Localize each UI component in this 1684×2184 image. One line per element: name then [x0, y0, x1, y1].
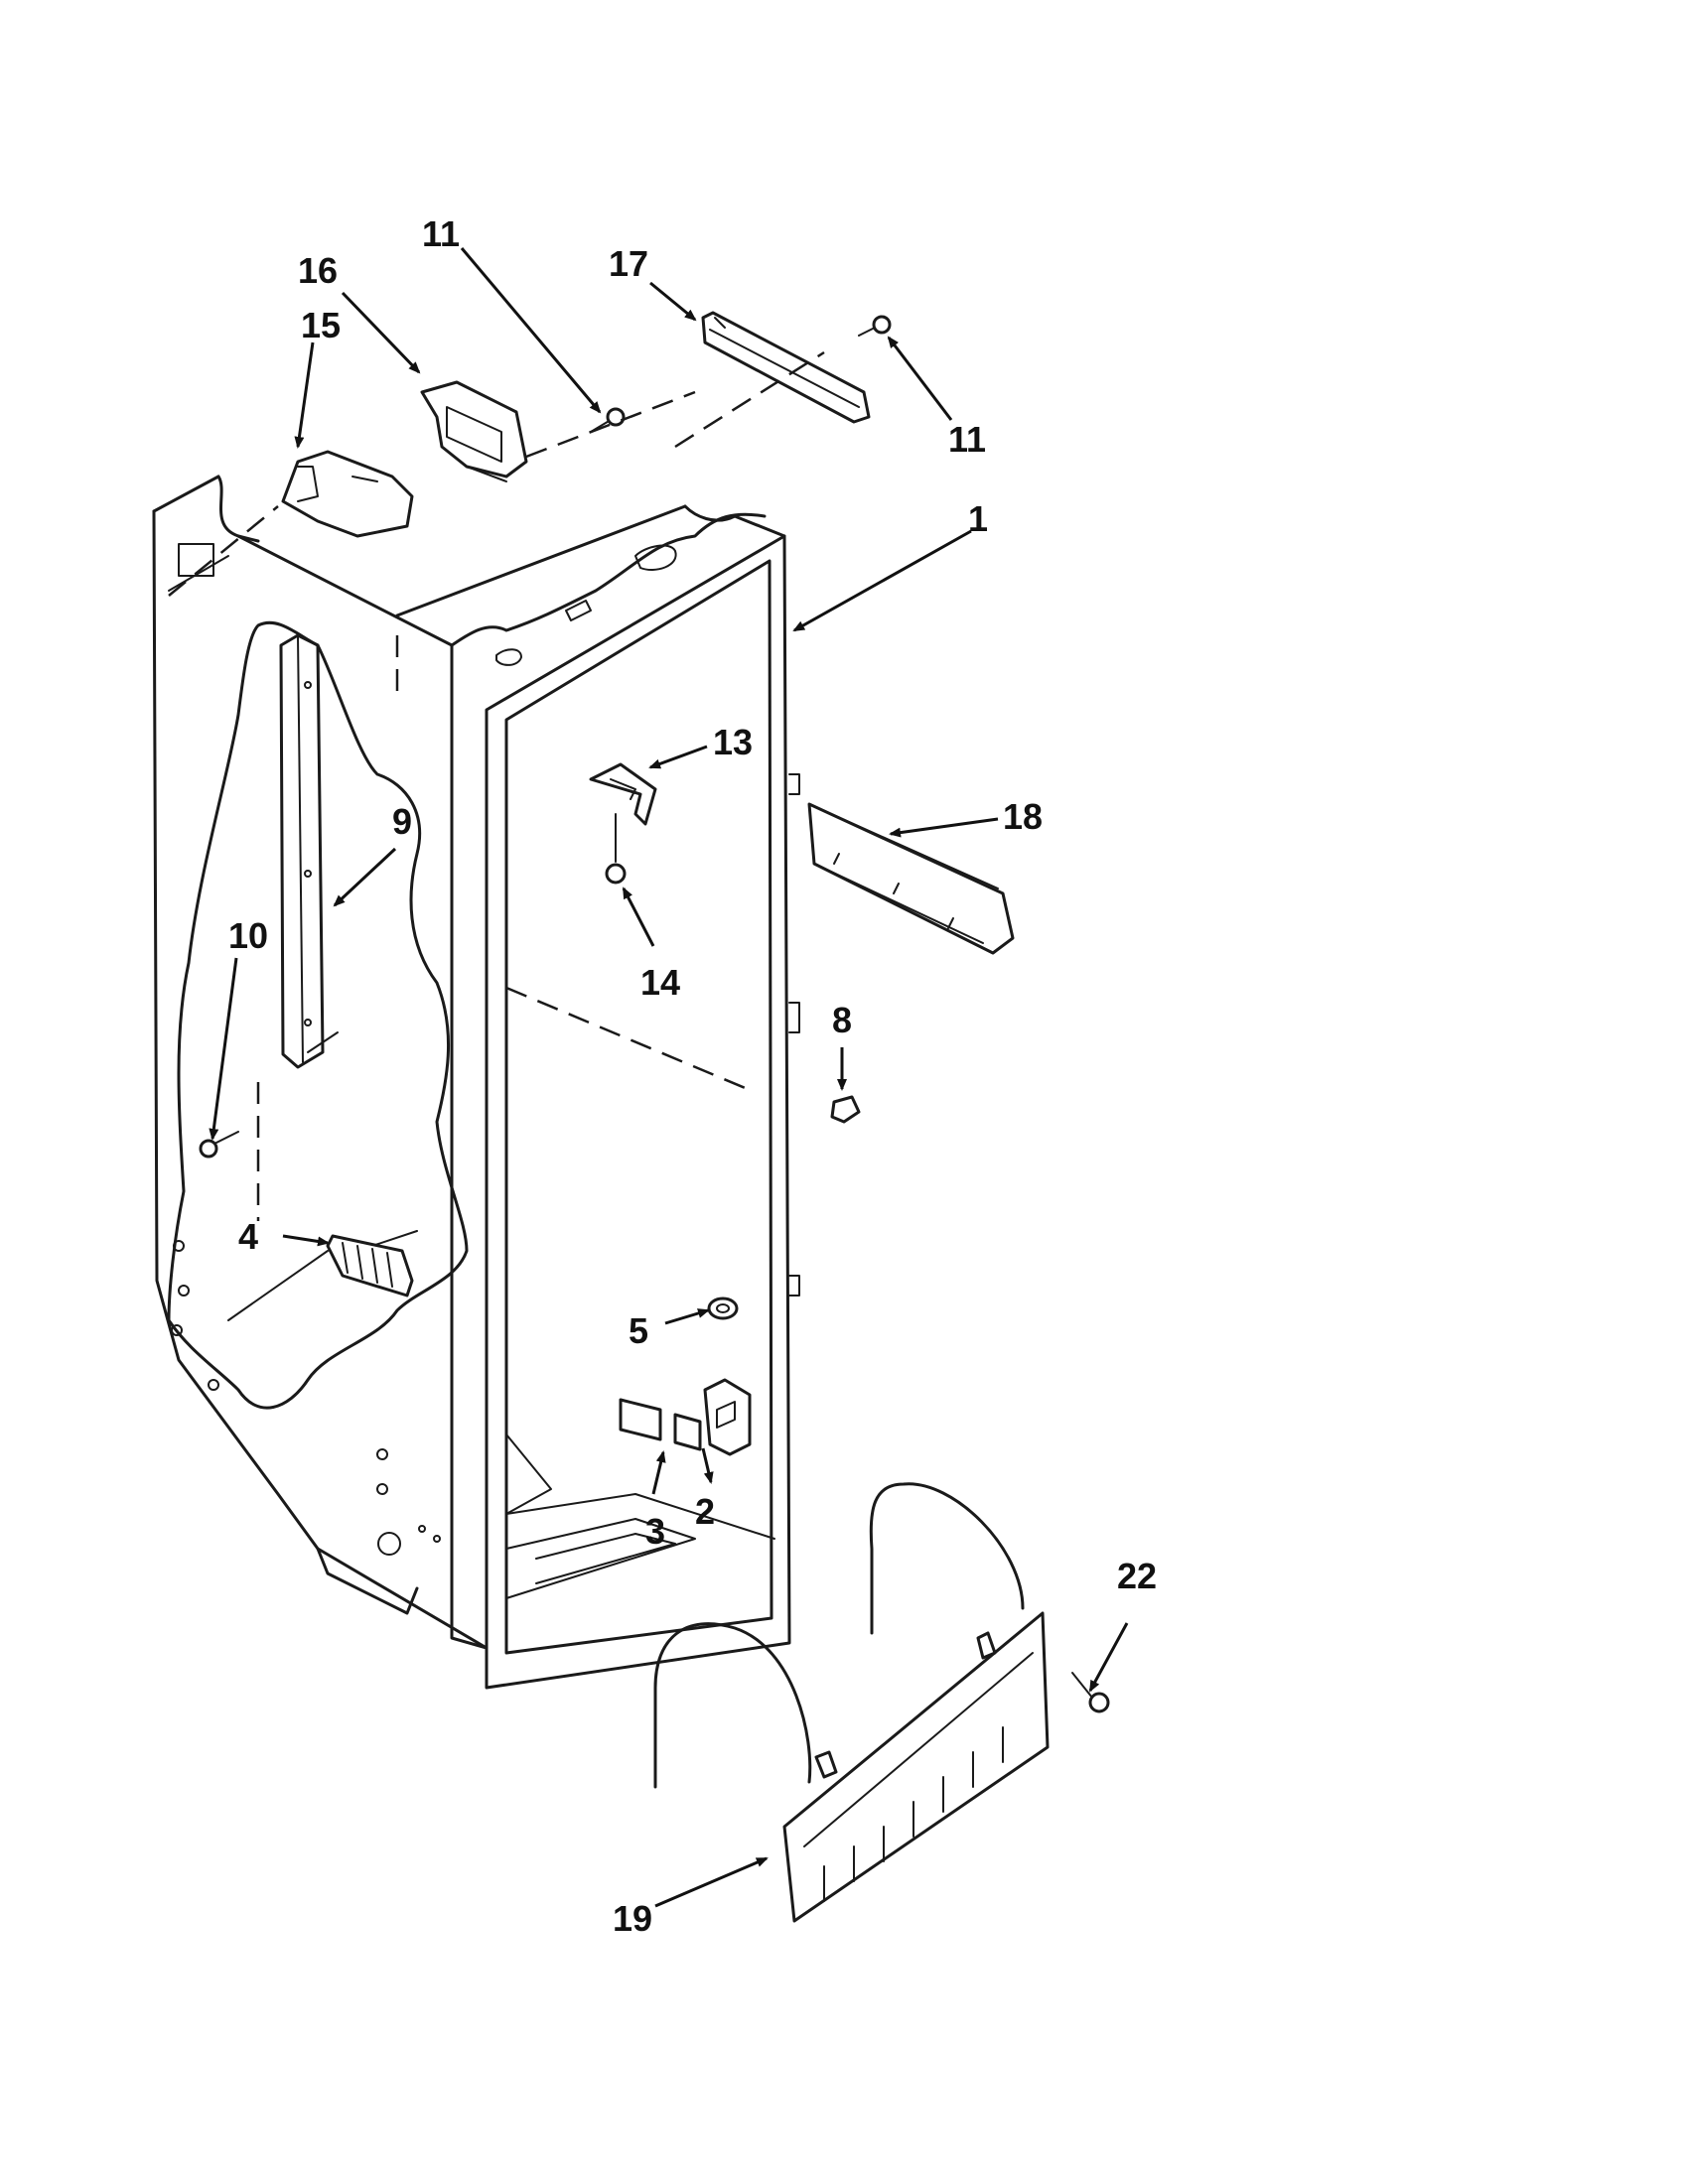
brackets-parts-2-3 — [619, 1378, 752, 1456]
grommet-part-5 — [707, 1297, 739, 1320]
label-part-18: 18 — [1003, 796, 1043, 837]
label-part-22: 22 — [1117, 1556, 1157, 1596]
label-part-16: 16 — [298, 250, 338, 291]
vent-part-4 — [326, 1234, 414, 1297]
screw-part-14 — [605, 813, 627, 885]
heater-part-19 — [653, 1482, 1050, 1923]
screw-part-22 — [1071, 1672, 1110, 1713]
rail-part-9 — [279, 633, 339, 1069]
label-part-11-right: 11 — [948, 419, 986, 460]
label-part-1: 1 — [968, 498, 988, 539]
bracket-part-13 — [589, 762, 657, 826]
label-part-15: 15 — [301, 305, 341, 345]
leader-arrows — [209, 247, 1129, 1908]
label-part-10: 10 — [228, 915, 268, 956]
screw-part-11-right — [858, 315, 892, 337]
screw-part-11-left — [590, 407, 626, 433]
assembly-line-15 — [168, 505, 279, 597]
label-part-13: 13 — [713, 722, 753, 762]
label-part-14: 14 — [640, 962, 680, 1003]
assembly-line-17 — [674, 350, 825, 449]
channel-part-17 — [701, 311, 871, 424]
label-part-4: 4 — [238, 1216, 258, 1257]
assembly-line-11 — [525, 390, 696, 459]
label-part-8: 8 — [832, 1000, 852, 1040]
label-part-2: 2 — [695, 1491, 715, 1532]
label-part-9: 9 — [392, 801, 412, 842]
channel-part-18 — [807, 802, 1015, 955]
label-part-17: 17 — [609, 243, 648, 284]
label-part-5: 5 — [629, 1310, 648, 1351]
screw-part-10 — [199, 1131, 239, 1159]
cabinet-liner — [152, 475, 800, 1690]
label-part-19: 19 — [613, 1898, 652, 1939]
label-part-11-top: 11 — [422, 213, 460, 254]
label-part-3: 3 — [645, 1511, 665, 1552]
housing-part-15 — [281, 450, 414, 538]
bracket-part-16 — [420, 380, 528, 482]
plug-part-8 — [830, 1095, 861, 1124]
